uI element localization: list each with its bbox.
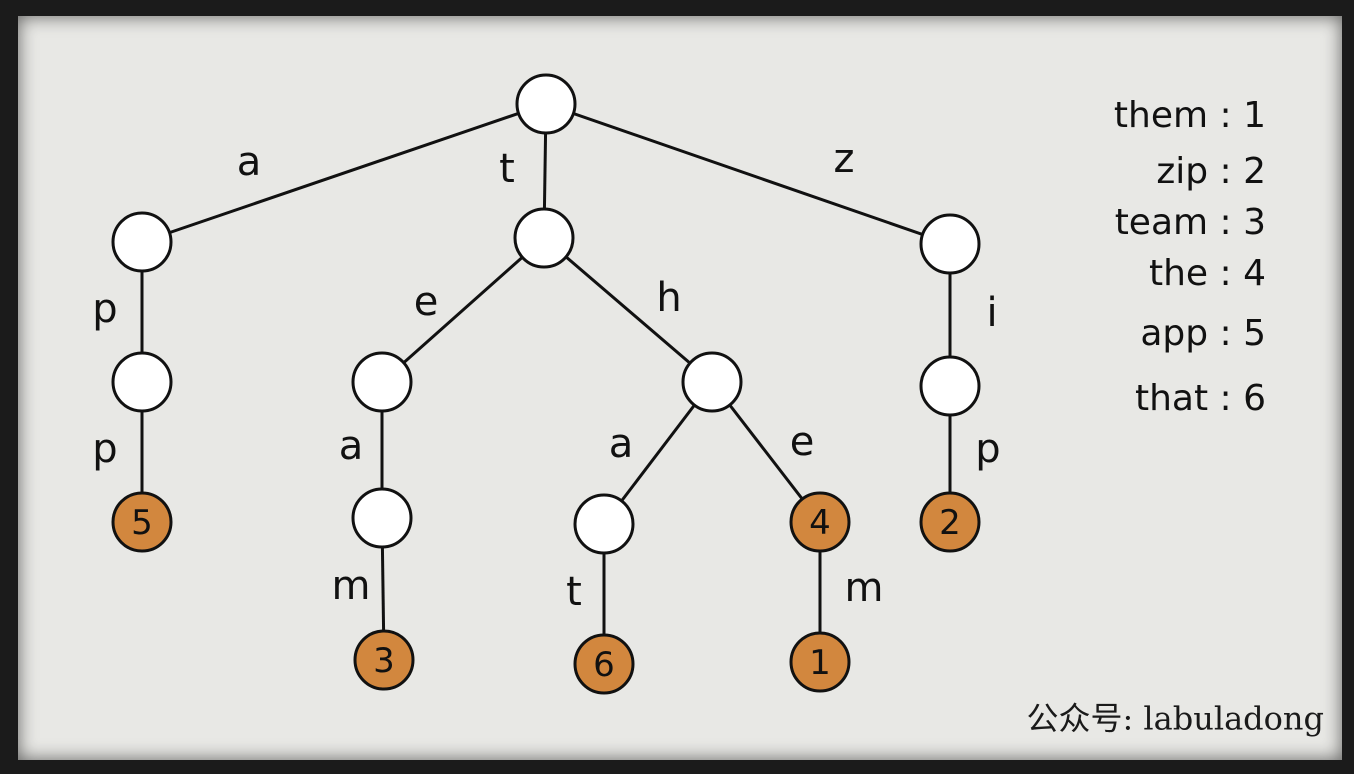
edge-label-th-tha: a [609,421,634,467]
node-value-the: 4 [809,503,831,543]
edge-t-te [381,236,545,384]
legend-entry: them : 1 [1114,95,1266,136]
node-circle-root [515,73,577,135]
edge-label-root-a: a [237,139,262,185]
edge-label-tha-that: t [566,569,582,615]
node-circle-z [919,213,981,275]
node-circle-ap [111,351,173,413]
node-value-team: 3 [373,641,395,681]
legend-entry: zip : 2 [1156,151,1266,192]
trie-node-a [111,211,173,273]
trie-node-z [919,213,981,275]
edge-label-a-ap: p [92,286,117,332]
edge-label-te-tea: a [339,423,364,469]
legend-entry: that : 6 [1135,378,1266,419]
node-circle-tea [351,487,413,549]
legend-entry: the : 4 [1149,253,1266,294]
edge-label-z-zi: i [986,290,997,336]
node-circle-th [681,351,743,413]
node-value-that: 6 [593,645,615,685]
node-circle-zi [919,355,981,417]
node-circle-t [513,207,575,269]
node-circle-zip [919,491,981,553]
edge-label-tea-team: m [332,563,371,609]
edge-root-a [141,102,547,244]
edges-layer [140,102,952,664]
node-value-them: 1 [809,643,831,683]
trie-node-that: 6 [573,633,635,695]
edge-label-zi-zip: p [975,426,1000,472]
trie-node-zi [919,355,981,417]
node-circle-team [353,629,415,691]
node-circle-them [789,631,851,693]
legend: them : 1 zip : 2 team : 3 the : 4 app : 5 tha… [1114,95,1266,419]
diagram-canvas: a t z p p e h a m a e t m i p 5 3 6 4 1 2 them : 1 zip : 2 te… [18,16,1342,760]
edge-t-th [543,236,713,384]
trie-node-root [515,73,577,135]
trie-diagram: a t z p p e h a m a e t m i p 5 3 6 4 1 2 them : 1 zip : 2 te… [92,73,1324,738]
legend-entry: team : 3 [1115,202,1266,243]
edge-labels-layer: a t z p p e h a m a e t m i p [92,136,1000,615]
trie-node-t [513,207,575,269]
node-value-app: 5 [131,503,153,543]
node-value-zip: 2 [939,503,961,543]
watermark-text: 公众号: labuladong [1026,700,1324,738]
trie-node-zip: 2 [919,491,981,553]
trie-node-ap [111,351,173,413]
trie-node-te [351,351,413,413]
trie-node-them: 1 [789,631,851,693]
edge-root-z [545,102,951,246]
trie-node-the: 4 [789,491,851,553]
edge-label-root-t: t [499,146,515,192]
edge-label-the-them: m [845,565,884,611]
trie-node-th [681,351,743,413]
edge-label-th-the: e [790,419,815,465]
nodes-layer: 5 3 6 4 1 2 [111,73,981,695]
edge-label-t-th: h [656,275,681,321]
node-circle-tha [573,493,635,555]
node-circle-a [111,211,173,273]
trie-node-tea [351,487,413,549]
trie-node-team: 3 [353,629,415,691]
edge-label-root-z: z [834,136,855,182]
edge-label-t-te: e [414,279,439,325]
node-circle-app [111,491,173,553]
trie-node-tha [573,493,635,555]
node-circle-te [351,351,413,413]
trie-node-app: 5 [111,491,173,553]
edge-label-ap-app: p [92,426,117,472]
node-circle-that [573,633,635,695]
node-circle-the [789,491,851,553]
legend-entry: app : 5 [1140,313,1266,354]
